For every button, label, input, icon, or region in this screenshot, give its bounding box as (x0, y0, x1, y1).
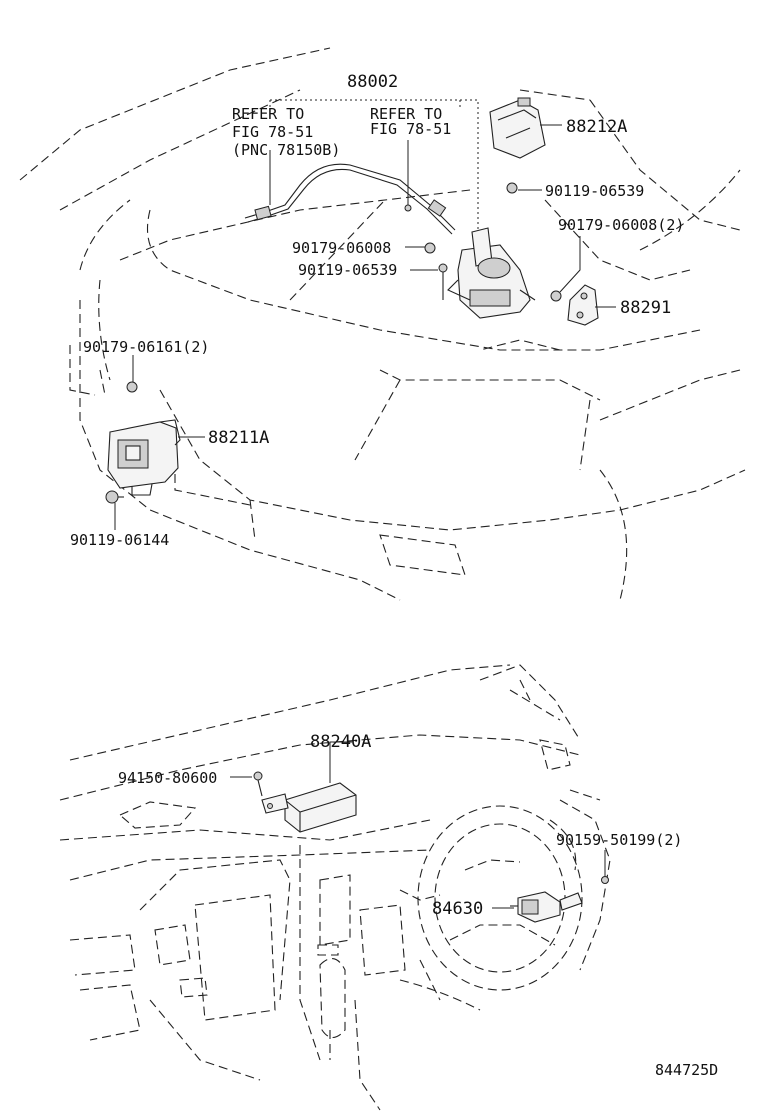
nut-right-icon (550, 290, 562, 302)
screw-left-icon (253, 771, 263, 781)
label-bolt-center: 90119-06539 (298, 261, 397, 279)
leader-lines-top (114, 124, 616, 530)
label-sensor-cover: 88212A (566, 117, 627, 137)
fasteners-bottom (253, 771, 609, 884)
assembly-bracket-lines (269, 99, 479, 258)
refer-note-1-line2: FIG 78-51 (232, 123, 313, 141)
refer-note-1-line1: REFER TO (232, 105, 304, 123)
refer-note-2-line2: FIG 78-51 (370, 120, 451, 138)
bolt-center-icon (438, 263, 448, 273)
control-cable (244, 140, 456, 235)
label-nut-left: 90179-06161(2) (83, 338, 209, 356)
nut-left-icon (126, 381, 138, 393)
refer-note-1-line3: (PNC 78150B) (232, 141, 340, 159)
label-bolt-upper-right: 90119-06539 (545, 182, 644, 200)
label-bracket-right: 88291 (620, 298, 671, 318)
dashboard-outline (59, 664, 611, 1111)
bolt-left-icon (105, 490, 119, 504)
computer-unit-part (261, 782, 357, 833)
label-switch: 84630 (432, 899, 483, 919)
refer-note-2-line1: REFER TO (370, 105, 442, 123)
bolt-upper-right-icon (506, 182, 518, 194)
sensor-cover-part (489, 97, 546, 159)
label-nut-right: 90179-06008(2) (558, 216, 684, 234)
label-screw-left: 94150-80600 (118, 769, 217, 787)
nut-center-icon (424, 242, 436, 254)
label-bolt-left: 90119-06144 (70, 531, 169, 549)
engine-compartment-outline (19, 47, 746, 601)
switch-part (510, 891, 583, 923)
screw-right-icon (601, 876, 609, 884)
left-actuator-part (107, 419, 181, 496)
label-assembly: 88002 (347, 72, 398, 92)
headlamp-leveling-actuator (447, 227, 536, 319)
label-actuator: 88211A (208, 428, 269, 448)
label-computer: 88240A (310, 732, 371, 752)
fasteners-top (105, 182, 562, 504)
label-screw-right: 90159-50199(2) (556, 831, 682, 849)
label-nut-center: 90179-06008 (292, 239, 391, 257)
bracket-part (567, 284, 599, 326)
diagram-id: 844725D (655, 1061, 718, 1079)
leader-lines-bottom (230, 741, 606, 909)
